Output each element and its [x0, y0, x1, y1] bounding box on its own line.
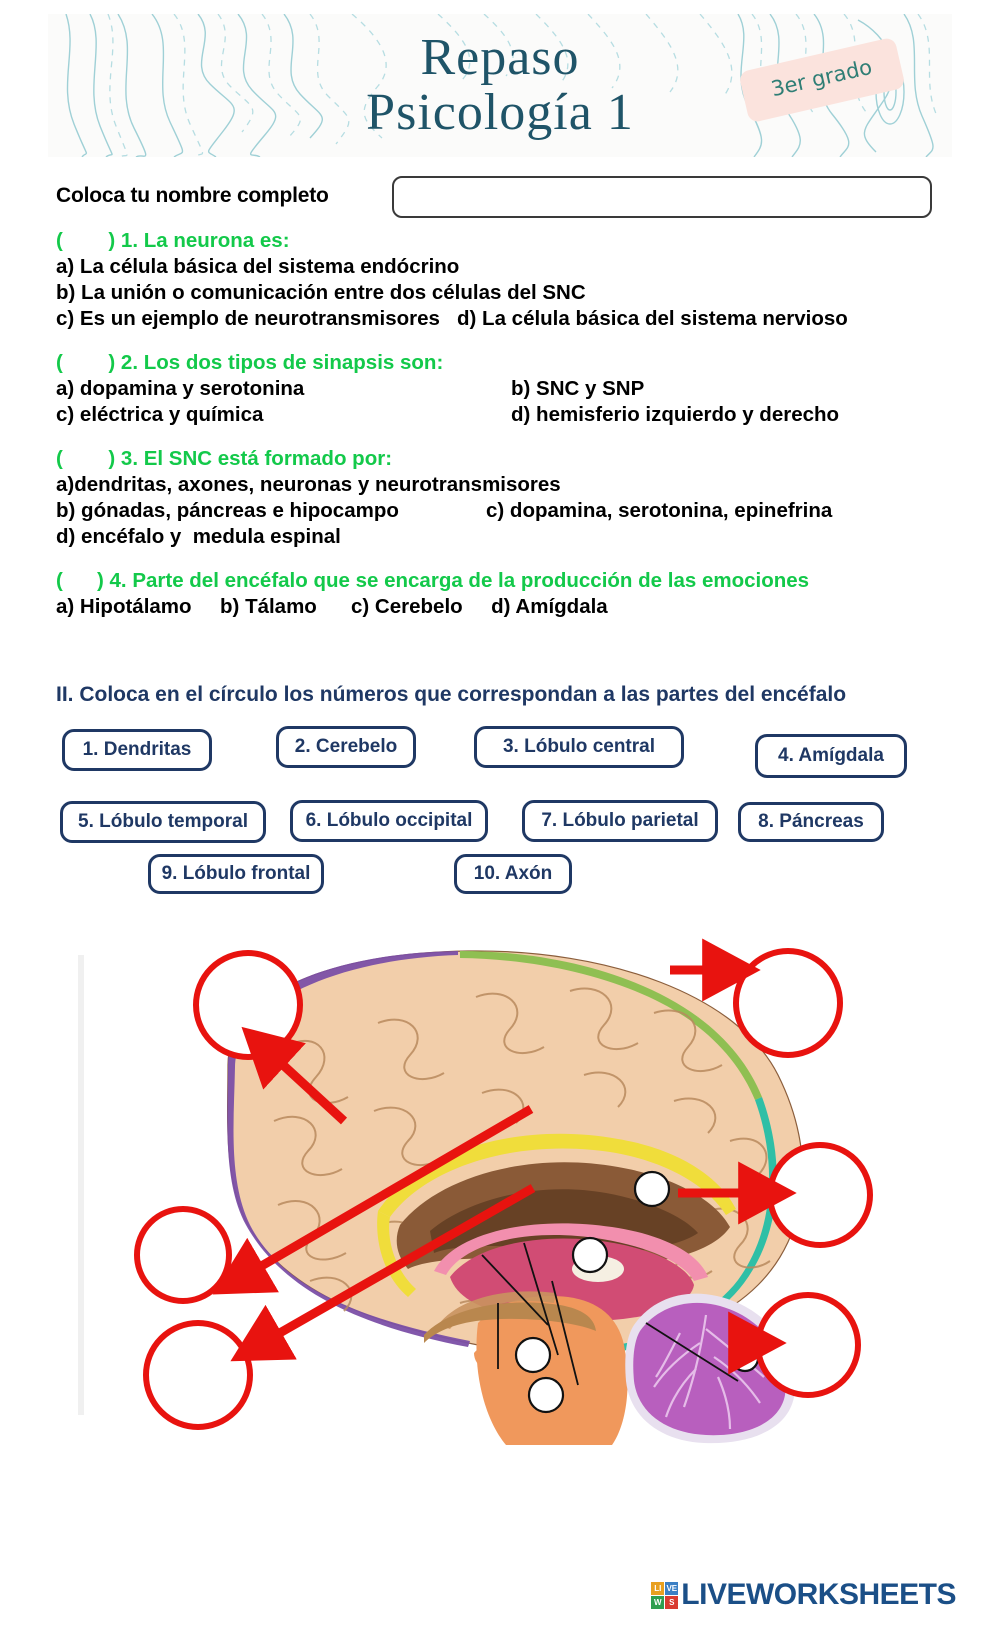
- answer-circle-2[interactable]: [134, 1206, 232, 1304]
- label-chip-6[interactable]: 6. Lóbulo occipital: [290, 800, 488, 842]
- question-2-stem: ( ) 2. Los dos tipos de sinapsis son:: [56, 351, 444, 374]
- answer-circle-6[interactable]: [755, 1292, 861, 1398]
- option-text: a) Hipotálamo b) Tálamo c) Cerebelo d) A…: [56, 595, 608, 618]
- option-text: b) SNC y SNP: [511, 377, 645, 400]
- logo-tile-4: S: [665, 1595, 679, 1609]
- question-1-option-row: b) La unión o comunicación entre dos cél…: [56, 280, 946, 306]
- label-chip-text: 8. Páncreas: [758, 811, 864, 832]
- option-text: a)dendritas, axones, neuronas y neurotra…: [56, 473, 561, 496]
- option-text: b) gónadas, páncreas e hipocampo: [56, 499, 399, 522]
- question-3-option-row: a)dendritas, axones, neuronas y neurotra…: [56, 472, 946, 498]
- section-2: II. Coloca en el círculo los números que…: [56, 682, 936, 708]
- logo-tile-2: VE: [665, 1581, 679, 1595]
- question-3-stem: ( ) 3. El SNC está formado por:: [56, 447, 393, 470]
- brain-diagram: [78, 925, 923, 1445]
- hypothalamus-band: [434, 1223, 708, 1281]
- option-text: d) encéfalo y medula espinal: [56, 525, 341, 548]
- question-1: ( ) 1. La neurona es: a) La célula básica…: [56, 228, 946, 332]
- label-chip-4[interactable]: 4. Amígdala: [755, 734, 907, 778]
- brain-diagram-svg: [78, 925, 923, 1445]
- leader-lines: [481, 1242, 739, 1386]
- option-text: a) La célula básica del sistema endócrin…: [56, 255, 460, 278]
- question-3-option-row: b) gónadas, páncreas e hipocampo c) dopam…: [56, 498, 946, 524]
- label-chip-text: 5. Lóbulo temporal: [78, 811, 248, 832]
- label-chip-9[interactable]: 9. Lóbulo frontal: [148, 854, 324, 894]
- student-name-input[interactable]: [392, 176, 932, 218]
- label-chip-3[interactable]: 3. Lóbulo central: [474, 726, 684, 768]
- question-3-option-row: d) encéfalo y medula espinal: [56, 524, 946, 550]
- label-chip-text: 2. Cerebelo: [294, 736, 398, 757]
- question-2-option-row: a) dopamina y serotonina b) SNC y SNP: [56, 376, 946, 402]
- arrow-2: [212, 1105, 534, 1295]
- name-label: Coloca tu nombre completo: [56, 184, 329, 207]
- label-chip-10[interactable]: 10. Axón: [454, 854, 572, 894]
- questions-list: ( ) 1. La neurona es: a) La célula básica…: [56, 228, 946, 638]
- label-chip-7[interactable]: 7. Lóbulo parietal: [522, 800, 718, 842]
- question-2-option-row: c) eléctrica y química d) hemisferio izqu…: [56, 402, 946, 428]
- liveworksheets-logo-word: LIVEWORKSHEETS: [681, 1578, 956, 1611]
- question-4: ( ) 4. Parte del encéfalo que se encarga…: [56, 568, 946, 620]
- section-2-title: II. Coloca en el círculo los números que…: [56, 683, 847, 706]
- label-chip-8[interactable]: 8. Páncreas: [738, 802, 884, 842]
- question-2: ( ) 2. Los dos tipos de sinapsis son:a) …: [56, 350, 946, 428]
- label-chip-text: 3. Lóbulo central: [502, 736, 656, 757]
- question-3: ( ) 3. El SNC está formado por: a)dendrit…: [56, 446, 946, 550]
- label-chip-text: 10. Axón: [473, 863, 553, 884]
- question-4-stem: ( ) 4. Parte del encéfalo que se encarga…: [56, 569, 810, 592]
- answer-circle-5[interactable]: [767, 1142, 873, 1248]
- name-row: Coloca tu nombre completo: [56, 176, 936, 220]
- label-chip-text: 6. Lóbulo occipital: [305, 810, 473, 831]
- pointer-arrows: [212, 938, 797, 1375]
- label-chip-text: 1. Dendritas: [82, 739, 192, 760]
- answer-circle-4[interactable]: [733, 948, 843, 1058]
- option-text: c) Es un ejemplo de neurotransmisores d)…: [56, 307, 848, 330]
- option-text: d) hemisferio izquierdo y derecho: [511, 403, 840, 426]
- question-4-option-row: a) Hipotálamo b) Tálamo c) Cerebelo d) A…: [56, 594, 946, 620]
- brainstem: [476, 1296, 628, 1445]
- label-chip-text: 7. Lóbulo parietal: [541, 810, 699, 831]
- option-text: c) eléctrica y química: [56, 403, 264, 426]
- page-title-line2: Psicología 1: [366, 84, 634, 141]
- logo-tile-1: LI: [651, 1581, 665, 1595]
- page-title: Repaso Psicología 1: [48, 30, 952, 140]
- label-chip-text: 9. Lóbulo frontal: [161, 863, 311, 884]
- arrow-3: [230, 1184, 536, 1362]
- label-chip-2[interactable]: 2. Cerebelo: [276, 726, 416, 768]
- option-text: a) dopamina y serotonina: [56, 377, 305, 400]
- label-chip-5[interactable]: 5. Lóbulo temporal: [60, 801, 266, 843]
- answer-circle-3[interactable]: [143, 1320, 253, 1430]
- option-text: c) dopamina, serotonina, epinefrina: [486, 499, 833, 522]
- label-chip-bank: 1. Dendritas 2. Cerebelo 3. Lóbulo central…: [0, 0, 1000, 894]
- logo-tile-3: W: [651, 1595, 665, 1609]
- label-chip-text: 4. Amígdala: [778, 745, 884, 766]
- header-banner: 3er grado Repaso Psicología 1: [48, 14, 952, 157]
- page-title-line1: Repaso: [420, 29, 580, 86]
- question-1-stem: ( ) 1. La neurona es:: [56, 229, 290, 252]
- label-chip-1[interactable]: 1. Dendritas: [62, 729, 212, 771]
- option-text: b) La unión o comunicación entre dos cél…: [56, 281, 586, 304]
- question-1-option-row: a) La célula básica del sistema endócrin…: [56, 254, 946, 280]
- arrow-1: [241, 1026, 348, 1125]
- answer-circle-1[interactable]: [193, 950, 303, 1060]
- question-1-option-row: c) Es un ejemplo de neurotransmisores d)…: [56, 306, 946, 332]
